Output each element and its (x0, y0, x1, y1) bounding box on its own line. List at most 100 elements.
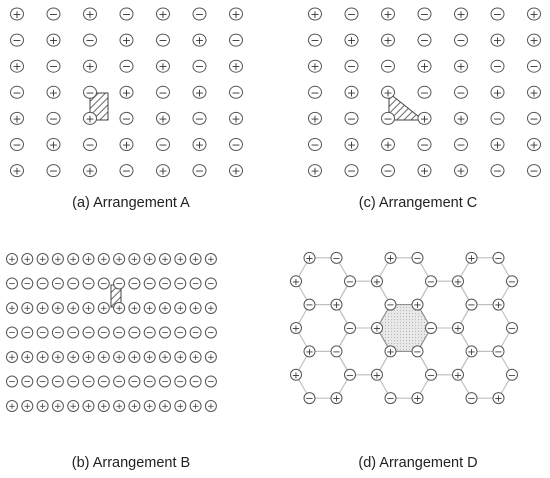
plus-sign: + (195, 138, 204, 151)
hexagon-ring (457, 257, 513, 306)
ion-circle (83, 138, 97, 151)
plus-sign: + (85, 304, 93, 314)
ion-circle (371, 368, 383, 381)
plus-sign: + (100, 255, 108, 265)
ion-circle (490, 7, 505, 21)
ion-circle (119, 164, 134, 178)
plus-sign: + (373, 277, 381, 288)
ion-a-anion: − (192, 59, 207, 73)
ion-b-anion: − (21, 326, 34, 339)
ion-circle (417, 138, 432, 151)
panel-arrangement-b: ++++++++++++++−−−−−−−−−−−−−−++++++++++++… (6, 253, 217, 471)
ion-a-anion: − (83, 85, 97, 99)
ion-circle (67, 253, 80, 265)
minus-sign: − (383, 112, 392, 125)
ion-b-anion: − (143, 326, 156, 339)
ion-b-anion: − (159, 277, 171, 290)
plus-sign: + (69, 402, 77, 412)
ion-circle (527, 164, 541, 178)
plus-sign: + (207, 353, 215, 363)
ion-a-anion: − (46, 111, 61, 125)
ion-circle (83, 7, 97, 21)
minus-sign: − (207, 280, 215, 290)
minus-sign: − (24, 280, 32, 290)
ion-b-cation: + (159, 253, 171, 265)
ion-b-cation: + (82, 400, 95, 412)
minus-sign: − (69, 378, 77, 388)
ion-a-anion: − (10, 138, 24, 151)
minus-sign: − (347, 60, 356, 73)
ion-c-cation: + (344, 33, 359, 47)
plus-sign: + (122, 86, 131, 99)
ion-circle (6, 302, 18, 314)
ion-circle (204, 400, 217, 412)
ion-b-cation: + (143, 351, 156, 363)
ion-d-anion: − (330, 251, 343, 264)
ion-circle (411, 392, 424, 405)
ion-a-cation: + (83, 59, 97, 73)
ion-circle (46, 59, 61, 73)
ion-circle (290, 275, 302, 288)
ion-d-cation: + (330, 298, 343, 311)
plus-sign: + (85, 8, 94, 21)
plus-sign: + (347, 34, 356, 47)
ion-d-anion: − (492, 345, 505, 358)
ion-b-cation: + (189, 400, 202, 412)
ion-d-cation: + (465, 251, 478, 264)
ion-a-cation: + (46, 33, 61, 47)
minus-sign: − (493, 165, 502, 178)
plus-sign: + (310, 165, 319, 178)
ion-circle (83, 59, 97, 73)
ion-b-anion: − (97, 326, 110, 339)
minus-sign: − (493, 8, 502, 21)
ion-circle (303, 345, 316, 358)
ion-c-anion: − (490, 59, 505, 73)
ion-circle (330, 345, 343, 358)
plus-sign: + (195, 34, 204, 47)
minus-sign: − (310, 34, 319, 47)
ion-b-anion: − (82, 326, 95, 339)
ion-b-anion: − (204, 375, 217, 388)
plus-sign: + (158, 60, 167, 73)
ion-a-cation: + (83, 111, 97, 125)
plus-sign: + (24, 353, 32, 363)
minus-sign: − (456, 138, 465, 151)
ion-circle (465, 251, 478, 264)
ion-circle (381, 33, 395, 47)
ion-b-cation: + (82, 351, 95, 363)
minus-sign: − (493, 60, 502, 73)
ion-circle (82, 351, 95, 363)
plus-sign: + (454, 370, 462, 381)
plus-sign: + (115, 255, 123, 265)
plus-sign: + (24, 255, 32, 265)
minus-sign: − (161, 378, 169, 388)
ion-circle (21, 253, 34, 265)
ion-circle (303, 251, 316, 264)
ion-c-cation: + (381, 138, 395, 151)
ion-b-anion: − (113, 326, 126, 339)
ion-b-cation: + (36, 351, 49, 363)
ion-circle (97, 351, 110, 363)
plus-sign: + (494, 300, 502, 311)
ion-circle (204, 375, 217, 388)
ion-b-anion: − (189, 326, 202, 339)
plus-sign: + (131, 353, 139, 363)
plus-sign: + (85, 112, 94, 125)
ion-b-cation: + (204, 253, 217, 265)
ion-circle (344, 33, 359, 47)
minus-sign: − (49, 165, 58, 178)
ion-circle (189, 277, 202, 290)
ion-circle (83, 85, 97, 99)
minus-sign: − (161, 280, 169, 290)
ion-b-cation: + (204, 351, 217, 363)
ion-lattice-d: +−+−+−+−+−+−−+−+−++−+−+−+−+−+−+−+−+−−+−+… (290, 251, 518, 405)
ion-circle (384, 345, 397, 358)
ion-circle (51, 375, 64, 388)
plus-sign: + (192, 402, 200, 412)
minus-sign: − (386, 394, 394, 405)
ion-circle (490, 164, 505, 178)
ion-d-anion: − (303, 392, 316, 405)
plus-sign: + (8, 353, 16, 363)
ion-circle (344, 85, 359, 99)
